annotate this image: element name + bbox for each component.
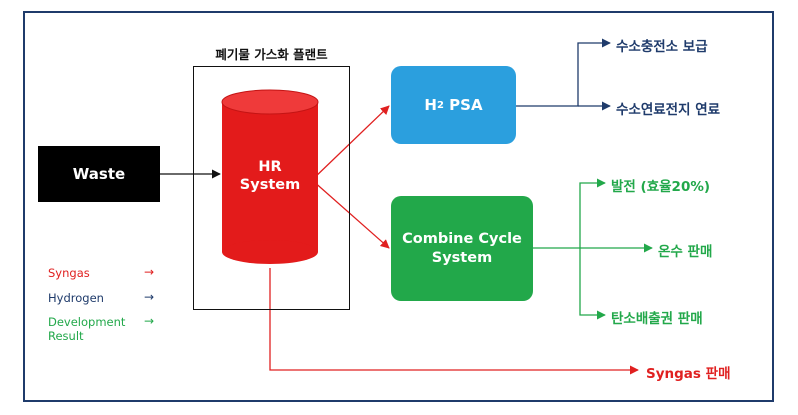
legend-development-label: Development Result bbox=[48, 315, 126, 343]
legend-hydrogen-label: Hydrogen bbox=[48, 291, 104, 305]
waste-box: Waste bbox=[38, 146, 160, 202]
hr-to-syngas-arrow bbox=[269, 268, 639, 375]
hr-system-label: HR System bbox=[239, 159, 301, 193]
hr-to-psa-arrow bbox=[311, 105, 390, 181]
legend-hydrogen-arrow: → bbox=[144, 290, 155, 304]
output-syngas-sale: Syngas 판매 bbox=[646, 366, 731, 382]
plant-title: 폐기물 가스화 플랜트 bbox=[215, 47, 328, 62]
output-power: 발전 (효율20%) bbox=[611, 179, 711, 195]
output-carbon-credit: 탄소배출권 판매 bbox=[611, 311, 703, 327]
legend-development-arrow: → bbox=[144, 314, 155, 328]
output-hydrogen-fuelcell: 수소연료전지 연료 bbox=[616, 102, 721, 118]
psa-label-main: H bbox=[424, 96, 437, 114]
psa-to-station-arrow bbox=[516, 38, 611, 107]
legend-syngas-label: Syngas bbox=[48, 266, 90, 280]
cc-to-power-arrow bbox=[579, 178, 606, 248]
output-hydrogen-station: 수소충전소 보급 bbox=[616, 39, 708, 55]
output-hot-water: 온수 판매 bbox=[658, 244, 713, 260]
gasification-plant-box bbox=[193, 66, 350, 310]
hr-cylinder bbox=[221, 89, 319, 264]
psa-label-sub: 2 bbox=[436, 99, 444, 111]
combine-cycle-box: Combine Cycle System bbox=[391, 196, 533, 301]
cc-to-carbon-arrow bbox=[579, 248, 606, 320]
psa-label-rest: PSA bbox=[443, 96, 483, 114]
hr-to-cc-arrow bbox=[311, 179, 390, 249]
diagram-frame bbox=[23, 11, 774, 402]
legend-syngas-arrow: → bbox=[144, 265, 155, 279]
